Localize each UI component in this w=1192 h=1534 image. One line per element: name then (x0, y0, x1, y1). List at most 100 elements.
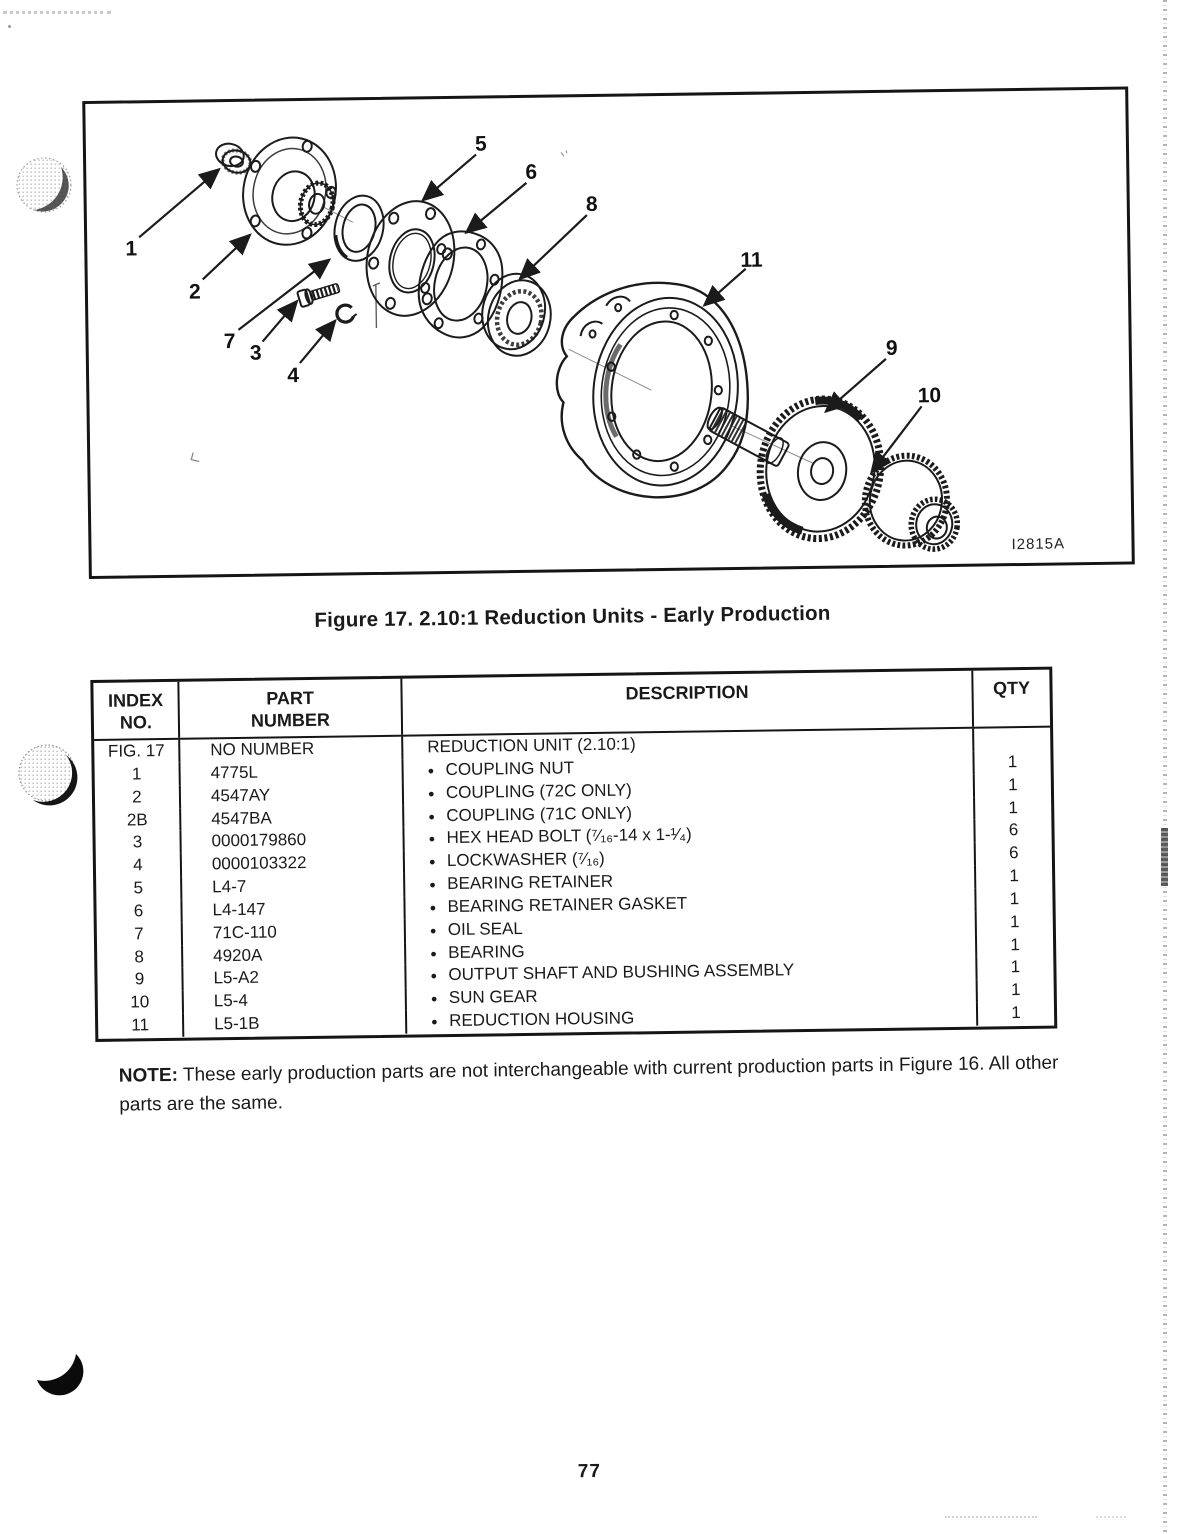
cell-part: 0000179860 (181, 828, 405, 854)
callout-7: 7 (224, 330, 236, 353)
header-part-line1: PART (266, 687, 315, 709)
cell-index: 4 (95, 853, 183, 879)
table-body: FIG. 17 NO NUMBER REDUCTION UNIT (2.10:1… (94, 728, 1054, 1038)
bullet-icon: ● (431, 1016, 438, 1029)
callout-6: 6 (525, 161, 537, 184)
callout-2: 2 (189, 280, 201, 303)
callout-1: 1 (125, 237, 137, 260)
cell-qty: 1 (1010, 934, 1020, 954)
header-index-line1: INDEX (107, 689, 164, 711)
cell-qty: 6 (1008, 843, 1019, 863)
cell-index: 7 (96, 922, 184, 947)
bullet-icon: ● (428, 856, 436, 869)
cell-part: 4775L (180, 759, 404, 786)
scan-noise-right-edge (1163, 0, 1167, 1534)
part-oil-seal (333, 194, 385, 262)
cell-part: 4547AY (180, 782, 405, 809)
part-output-gear (756, 395, 885, 543)
scan-noise-bottom (945, 1516, 1037, 1518)
bullet-icon: ● (430, 970, 438, 983)
cell-index: 2 (94, 785, 182, 810)
note-label: NOTE: (118, 1064, 179, 1087)
cell-part: L5-1B (183, 1010, 408, 1037)
cell-index: 8 (97, 945, 184, 970)
callout-8: 8 (586, 193, 598, 216)
scan-noise-dot (8, 25, 11, 28)
part-coupling-hub (297, 180, 336, 228)
header-part-number: PART NUMBER (179, 678, 404, 738)
cell-index: 11 (98, 1013, 185, 1038)
figure-image-code: I2815A (1011, 535, 1065, 553)
callout-11: 11 (740, 249, 763, 272)
callout-4: 4 (287, 364, 299, 387)
part-lockwasher (335, 303, 358, 324)
cell-qty: 1 (1008, 774, 1018, 794)
cell-qty: 1 (1010, 957, 1021, 977)
cell-qty (974, 728, 1050, 752)
bullet-icon: ● (430, 947, 437, 960)
page-number: 77 (577, 1460, 602, 1483)
cell-part: L5-A2 (183, 965, 407, 992)
part-hex-bolt (296, 283, 341, 308)
cell-index: 2B (95, 808, 182, 833)
bullet-icon: ● (429, 902, 437, 915)
bullet-icon: ● (427, 765, 435, 778)
part-reduction-housing (555, 281, 749, 499)
cell-part: 71C-110 (182, 919, 407, 946)
cell-part: 4547BA (181, 805, 405, 832)
punch-hole-blob-3 (37, 1354, 84, 1396)
bullet-icon: ● (429, 879, 436, 892)
exploded-diagram: 1 2 7 3 4 5 6 8 11 9 10 I2815A (125, 132, 1065, 553)
callout-5: 5 (475, 132, 487, 155)
cell-qty: 1 (1007, 751, 1018, 772)
cell-qty: 1 (1010, 980, 1021, 1000)
cell-part: L4-147 (182, 896, 406, 923)
figure-box: 1 2 7 3 4 5 6 8 11 9 10 I2815A (82, 86, 1135, 580)
note-text: These early production parts are not int… (119, 1052, 1059, 1117)
figure-caption: Figure 17. 2.10:1 Reduction Units - Earl… (314, 601, 831, 632)
cell-index: 9 (97, 968, 184, 993)
callout-9: 9 (886, 337, 898, 360)
bullet-icon: ● (428, 810, 436, 823)
bullet-icon: ● (427, 787, 435, 800)
note-paragraph: NOTE: These early production parts are n… (119, 1048, 1072, 1120)
header-index-no: INDEX NO. (93, 681, 181, 739)
bullet-icon: ● (428, 833, 436, 846)
scan-mark (372, 282, 381, 328)
scan-mark (560, 150, 568, 157)
scan-mark (190, 452, 200, 463)
part-bearing-retainer (365, 200, 456, 317)
cell-index: 10 (97, 991, 184, 1016)
punch-hole-blob-1 (16, 157, 72, 213)
scan-noise-top (3, 11, 111, 14)
cell-index: FIG. 17 (94, 739, 181, 764)
header-index-line2: NO. (119, 712, 153, 733)
punch-hole-blob-2 (18, 744, 78, 806)
cell-qty: 1 (1009, 911, 1020, 931)
part-sun-gear-hub (908, 496, 961, 552)
bullet-icon: ● (429, 924, 437, 938)
cell-qty: 1 (1008, 797, 1019, 817)
part-coupling (242, 136, 337, 246)
scan-noise-bottom-2 (1096, 1516, 1126, 1518)
cell-qty: 6 (1008, 820, 1019, 840)
cell-qty: 1 (1011, 1003, 1021, 1023)
cell-index: 3 (95, 831, 182, 856)
cell-index: 5 (96, 876, 183, 901)
cell-part: 4920A (183, 942, 407, 969)
part-retainer-gasket (417, 230, 504, 339)
cell-index: 1 (94, 762, 181, 787)
cell-qty: 1 (1009, 888, 1020, 909)
cell-part: L5-4 (183, 987, 407, 1014)
cell-index: 6 (96, 899, 183, 924)
cell-part: L4-7 (182, 873, 406, 900)
header-description: DESCRIPTION (402, 670, 975, 735)
cell-part: NO NUMBER (180, 736, 404, 763)
bullet-icon: ● (430, 993, 438, 1006)
callout-3: 3 (250, 342, 262, 365)
cell-part: 0000103322 (181, 850, 406, 877)
callout-leaders (138, 153, 923, 474)
scan-noise-right-dark (1161, 828, 1168, 886)
